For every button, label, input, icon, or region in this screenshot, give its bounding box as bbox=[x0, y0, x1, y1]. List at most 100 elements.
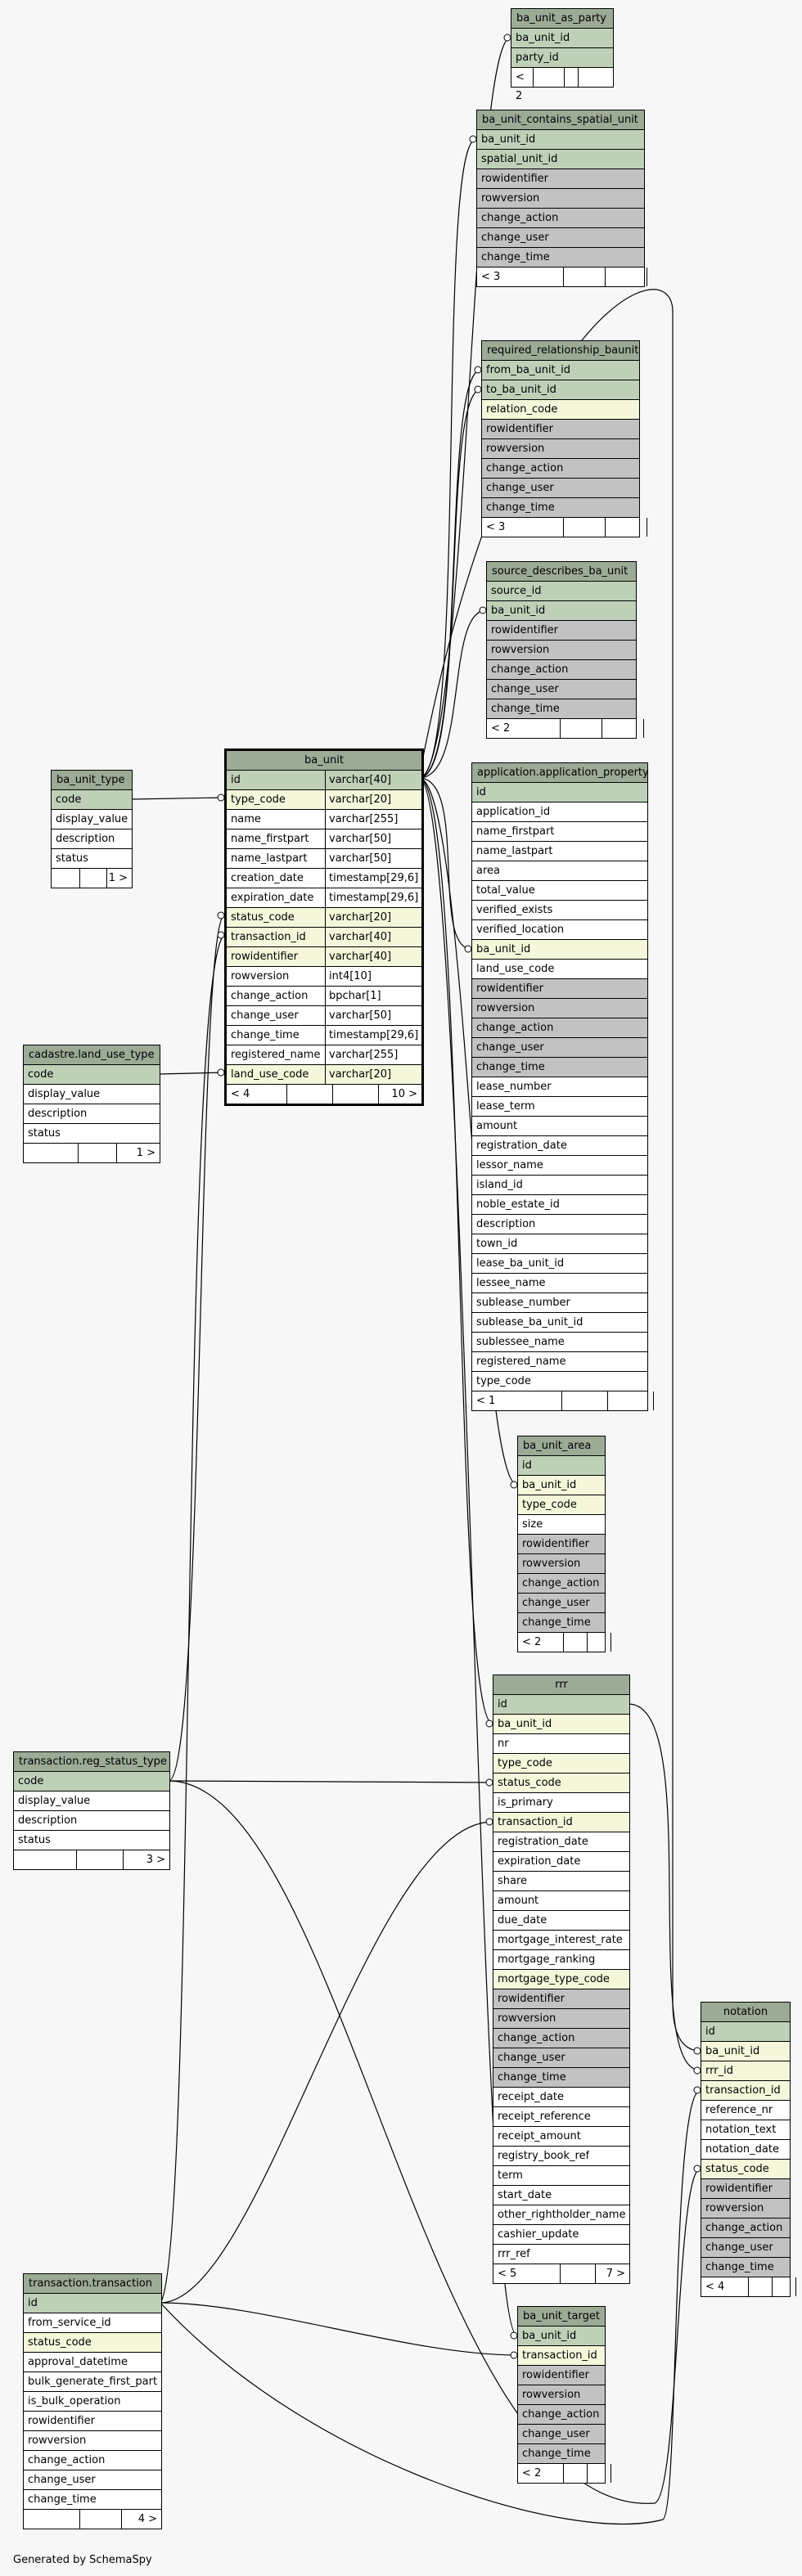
column-row[interactable]: registration_date bbox=[472, 1136, 647, 1156]
column-row[interactable]: town_id bbox=[472, 1234, 647, 1254]
column-row[interactable]: ba_unit_id bbox=[477, 130, 644, 150]
table-title[interactable]: transaction.transaction bbox=[24, 2274, 161, 2294]
column-row[interactable]: lessee_name bbox=[472, 1274, 647, 1293]
column-row[interactable]: amount bbox=[472, 1117, 647, 1136]
column-row[interactable]: ba_unit_id bbox=[511, 29, 613, 48]
column-row[interactable]: party_id bbox=[511, 48, 613, 68]
column-row[interactable]: total_value bbox=[472, 881, 647, 901]
column-row[interactable]: status bbox=[52, 849, 132, 869]
column-row[interactable]: status bbox=[14, 1831, 169, 1850]
column-row[interactable]: change_time bbox=[701, 2258, 790, 2277]
column-row[interactable]: change_time bbox=[493, 2068, 629, 2088]
column-row[interactable]: receipt_reference bbox=[493, 2107, 629, 2127]
column-row[interactable]: display_value bbox=[14, 1792, 169, 1811]
column-row[interactable]: sublease_number bbox=[472, 1293, 647, 1313]
table-title[interactable]: rrr bbox=[493, 1675, 629, 1695]
column-row[interactable]: rowversion bbox=[24, 2431, 161, 2451]
column-row[interactable]: change_time bbox=[487, 699, 636, 719]
column-row[interactable]: code bbox=[24, 1065, 160, 1085]
column-row[interactable]: to_ba_unit_id bbox=[482, 380, 639, 400]
column-row[interactable]: change_action bbox=[493, 2029, 629, 2048]
column-row[interactable]: mortgage_type_code bbox=[493, 1970, 629, 1989]
table-title[interactable]: ba_unit_contains_spatial_unit bbox=[477, 110, 644, 130]
table-title[interactable]: ba_unit_type bbox=[52, 771, 132, 790]
column-row[interactable]: status_code bbox=[24, 2333, 161, 2353]
column-row[interactable]: reference_nr bbox=[701, 2101, 790, 2120]
column-row[interactable]: mortgage_ranking bbox=[493, 1950, 629, 1970]
column-row[interactable]: lease_ba_unit_id bbox=[472, 1254, 647, 1274]
column-row[interactable]: change_user bbox=[472, 1038, 647, 1058]
column-row[interactable]: rowversion bbox=[518, 1554, 605, 1574]
column-row[interactable]: registry_book_ref bbox=[493, 2147, 629, 2166]
column-row[interactable]: name_lastpart bbox=[472, 842, 647, 861]
column-row[interactable]: start_date bbox=[493, 2186, 629, 2205]
column-row[interactable]: source_id bbox=[487, 582, 636, 601]
column-row[interactable]: description bbox=[24, 1104, 160, 1124]
column-row[interactable]: change_time bbox=[477, 248, 644, 267]
column-row[interactable]: nr bbox=[493, 1734, 629, 1754]
table-title[interactable]: cadastre.land_use_type bbox=[24, 1045, 160, 1065]
column-row[interactable]: mortgage_interest_rate bbox=[493, 1931, 629, 1950]
column-row[interactable]: receipt_amount bbox=[493, 2127, 629, 2147]
column-row[interactable]: rowversion bbox=[472, 999, 647, 1018]
column-row[interactable]: description bbox=[472, 1215, 647, 1234]
column-row[interactable]: change_time bbox=[518, 2444, 605, 2464]
column-row[interactable]: is_bulk_operation bbox=[24, 2392, 161, 2412]
column-row[interactable]: size bbox=[518, 1515, 605, 1535]
table-title[interactable]: notation bbox=[701, 2003, 790, 2022]
column-row[interactable]: approval_datetime bbox=[24, 2353, 161, 2372]
column-row[interactable]: status_code bbox=[701, 2160, 790, 2179]
column-row[interactable]: cashier_update bbox=[493, 2225, 629, 2245]
column-row[interactable]: sublessee_name bbox=[472, 1333, 647, 1352]
column-row[interactable]: change_user bbox=[482, 479, 639, 498]
column-row[interactable]: change_action bbox=[477, 209, 644, 228]
column-row[interactable]: notation_text bbox=[701, 2120, 790, 2140]
column-row[interactable]: from_ba_unit_id bbox=[482, 361, 639, 380]
column-row[interactable]: change_time bbox=[472, 1058, 647, 1077]
column-row[interactable]: status_code bbox=[493, 1774, 629, 1793]
column-row[interactable]: registered_name bbox=[472, 1352, 647, 1372]
column-row[interactable]: ba_unit_id bbox=[487, 601, 636, 621]
column-row[interactable]: change_user bbox=[477, 228, 644, 248]
column-row[interactable]: rowidentifier bbox=[701, 2179, 790, 2199]
column-row[interactable]: land_use_code bbox=[472, 960, 647, 979]
column-row[interactable]: transaction_id bbox=[518, 2346, 605, 2366]
column-row[interactable]: amount bbox=[493, 1891, 629, 1911]
column-row[interactable]: is_primary bbox=[493, 1793, 629, 1813]
column-row[interactable]: change_action bbox=[482, 459, 639, 479]
column-row[interactable]: type_code bbox=[493, 1754, 629, 1774]
column-row[interactable]: lease_term bbox=[472, 1097, 647, 1117]
column-row[interactable]: transaction_id bbox=[493, 1813, 629, 1832]
column-row[interactable]: id bbox=[493, 1695, 629, 1715]
column-row[interactable]: id bbox=[24, 2294, 161, 2313]
column-row[interactable]: due_date bbox=[493, 1911, 629, 1931]
column-row[interactable]: other_rightholder_name bbox=[493, 2205, 629, 2225]
column-row[interactable]: bulk_generate_first_part bbox=[24, 2372, 161, 2392]
column-row[interactable]: rowversion bbox=[482, 439, 639, 459]
table-title[interactable]: transaction.reg_status_type bbox=[14, 1752, 169, 1772]
table-title[interactable]: ba_unit bbox=[227, 751, 421, 771]
column-row[interactable]: status bbox=[24, 1124, 160, 1144]
column-row[interactable]: verified_location bbox=[472, 920, 647, 940]
column-row[interactable]: change_action bbox=[518, 2405, 605, 2425]
column-row[interactable]: id bbox=[518, 1456, 605, 1476]
column-row[interactable]: rowversion bbox=[701, 2199, 790, 2219]
column-row[interactable]: rowidentifier bbox=[24, 2412, 161, 2431]
column-row[interactable]: receipt_date bbox=[493, 2088, 629, 2107]
column-row[interactable]: ba_unit_id bbox=[518, 2326, 605, 2346]
column-row[interactable]: rowversion bbox=[493, 2009, 629, 2029]
column-row[interactable]: change_user bbox=[24, 2470, 161, 2490]
